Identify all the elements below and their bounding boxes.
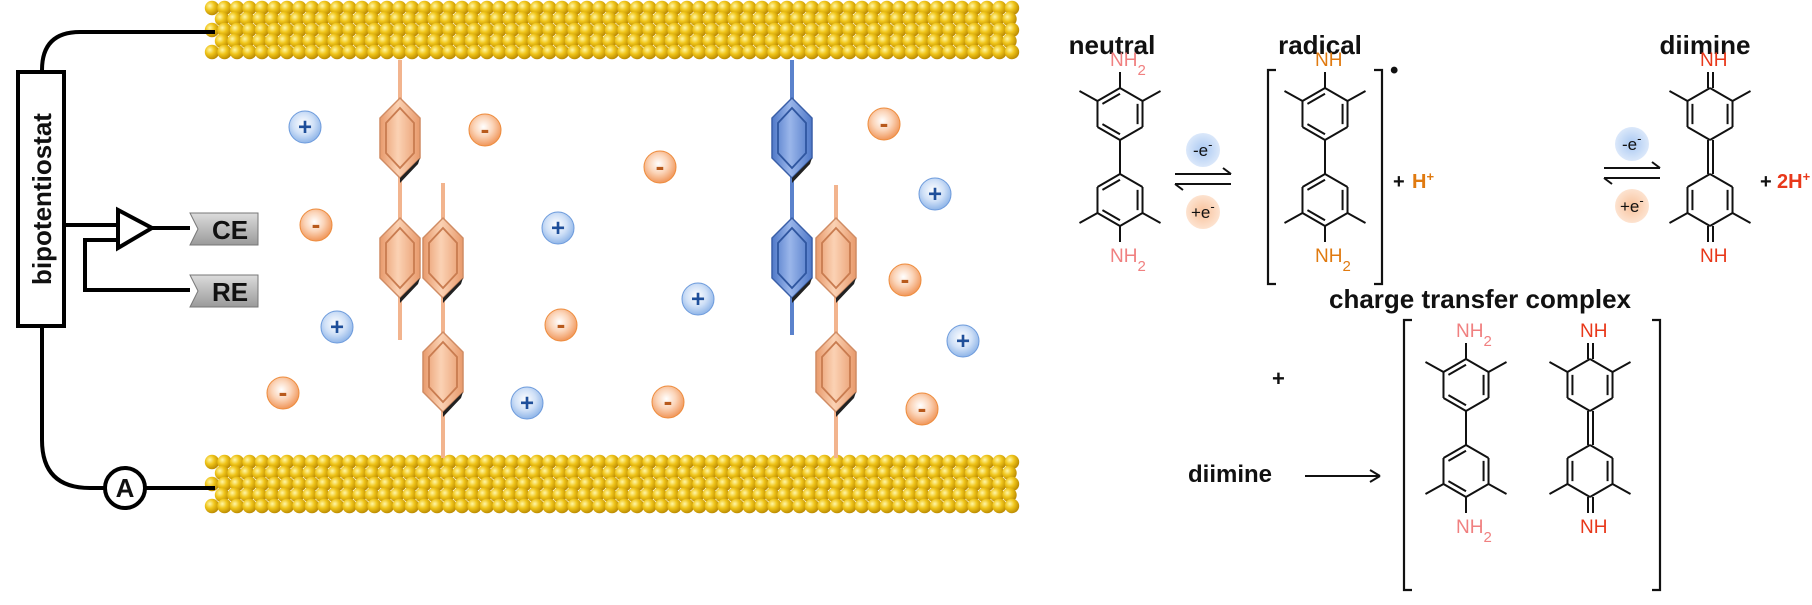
anion-sign: - [312, 209, 321, 239]
anion-sign: - [880, 108, 889, 138]
anion-7: - [266, 376, 300, 410]
anion-9: - [905, 392, 939, 426]
cation-1: + [288, 110, 322, 144]
h-plus-label: H+ [1412, 169, 1434, 194]
ring-4b [815, 330, 857, 417]
ammeter: A [103, 466, 147, 510]
anion-8: - [651, 385, 685, 419]
anion-6: - [888, 263, 922, 297]
plus-e-label: +e- [1191, 199, 1215, 223]
wire-top [40, 30, 215, 71]
equilibrium-1: -e- +e- [1174, 133, 1232, 229]
reaction-scheme: neutral radical diimine charge transfer … [1069, 30, 1811, 592]
cation-6: + [946, 324, 980, 358]
amine-label-bottom: NH [1700, 246, 1727, 267]
ring-1b [379, 216, 421, 303]
cation-sign: + [551, 215, 565, 242]
cation-sign: + [928, 181, 942, 208]
ring-3a [771, 96, 813, 183]
plus-e-label: +e- [1620, 193, 1644, 217]
amine-label-top: NH [1700, 50, 1727, 71]
anion-3: - [299, 208, 333, 242]
structures: NH2NH2NHNH2NHNH•-e-+e--e-+e-+H++2H++diim… [1078, 50, 1811, 592]
re-terminal: RE [189, 274, 259, 308]
ring-2b [422, 330, 464, 417]
minus-e-label: -e- [1193, 137, 1212, 161]
equilibrium-2: -e- +e- [1603, 127, 1661, 223]
top-gold-electrode [204, 0, 1020, 60]
minus-e-label: -e- [1622, 131, 1641, 155]
ammeter-label: A [116, 473, 135, 503]
bottom-gold-electrode [204, 454, 1020, 514]
plus-sign-2: + [1760, 171, 1772, 193]
plus-sign-1: + [1393, 171, 1405, 193]
bottom-plus: + [1272, 366, 1285, 391]
diimine-title: diimine [1659, 30, 1750, 60]
ring-1a [379, 96, 421, 183]
bipotentiostat-label: bipotentiostat [27, 113, 57, 285]
anion-4: - [867, 107, 901, 141]
cation-7: + [510, 386, 544, 420]
molecular-junctions [379, 60, 857, 458]
ct-complex-title: charge transfer complex [1329, 284, 1632, 314]
bottom-diimine: diimine [1188, 461, 1272, 488]
ring-3b [771, 216, 813, 303]
bipotentiostat-box: bipotentiostat [16, 70, 66, 328]
ct-complex-brackets [1402, 318, 1662, 592]
neutral-title: neutral [1069, 30, 1156, 60]
cation-5: + [918, 177, 952, 211]
amine-label-top: NH [1580, 321, 1607, 342]
cation-2: + [541, 211, 575, 245]
amplifier-symbol [116, 206, 157, 252]
wire-feedback [83, 238, 190, 292]
wire-bottom [40, 325, 105, 490]
amine-label-top: NH2 [1456, 321, 1492, 350]
anion-sign: - [656, 151, 665, 181]
cation-sign: + [520, 390, 534, 417]
re-label: RE [212, 277, 248, 307]
ce-terminal: CE [189, 212, 259, 246]
ring-4a [815, 216, 857, 303]
two-h-plus-label: 2H+ [1777, 169, 1811, 194]
amine-label-top: NH2 [1110, 50, 1146, 79]
electrolyte-ions: + + + + + + + - - - - - - - - - [266, 107, 980, 426]
amine-label-top: NH [1315, 50, 1342, 71]
anion-sign: - [481, 114, 490, 144]
ct-diimine-structure: NH NH [1548, 321, 1632, 538]
cation-3: + [320, 310, 354, 344]
radical-dot: • [1390, 57, 1398, 84]
anion-sign: - [664, 386, 673, 416]
cation-sign: + [956, 328, 970, 355]
ring-2a [422, 216, 464, 303]
radical-title: radical [1278, 30, 1362, 60]
cation-sign: + [691, 286, 705, 313]
anion-sign: - [557, 309, 566, 339]
anion-2: - [643, 150, 677, 184]
cation-sign: + [298, 114, 312, 141]
circuit [40, 30, 215, 490]
anion-5: - [544, 308, 578, 342]
radical-structure: NH NH2 [1283, 50, 1367, 275]
amine-label-bottom: NH [1580, 517, 1607, 538]
amine-label-bottom: NH2 [1315, 246, 1351, 275]
diimine-structure: NH NH [1668, 50, 1752, 267]
anion-sign: - [918, 393, 927, 423]
radical-brackets: • [1266, 57, 1398, 286]
amine-label-bottom: NH2 [1456, 517, 1492, 546]
anion-sign: - [279, 377, 288, 407]
anion-sign: - [901, 264, 910, 294]
anion-1: - [468, 113, 502, 147]
amine-label-bottom: NH2 [1110, 246, 1146, 275]
ce-label: CE [212, 215, 248, 245]
cation-sign: + [330, 314, 344, 341]
cation-4: + [681, 282, 715, 316]
